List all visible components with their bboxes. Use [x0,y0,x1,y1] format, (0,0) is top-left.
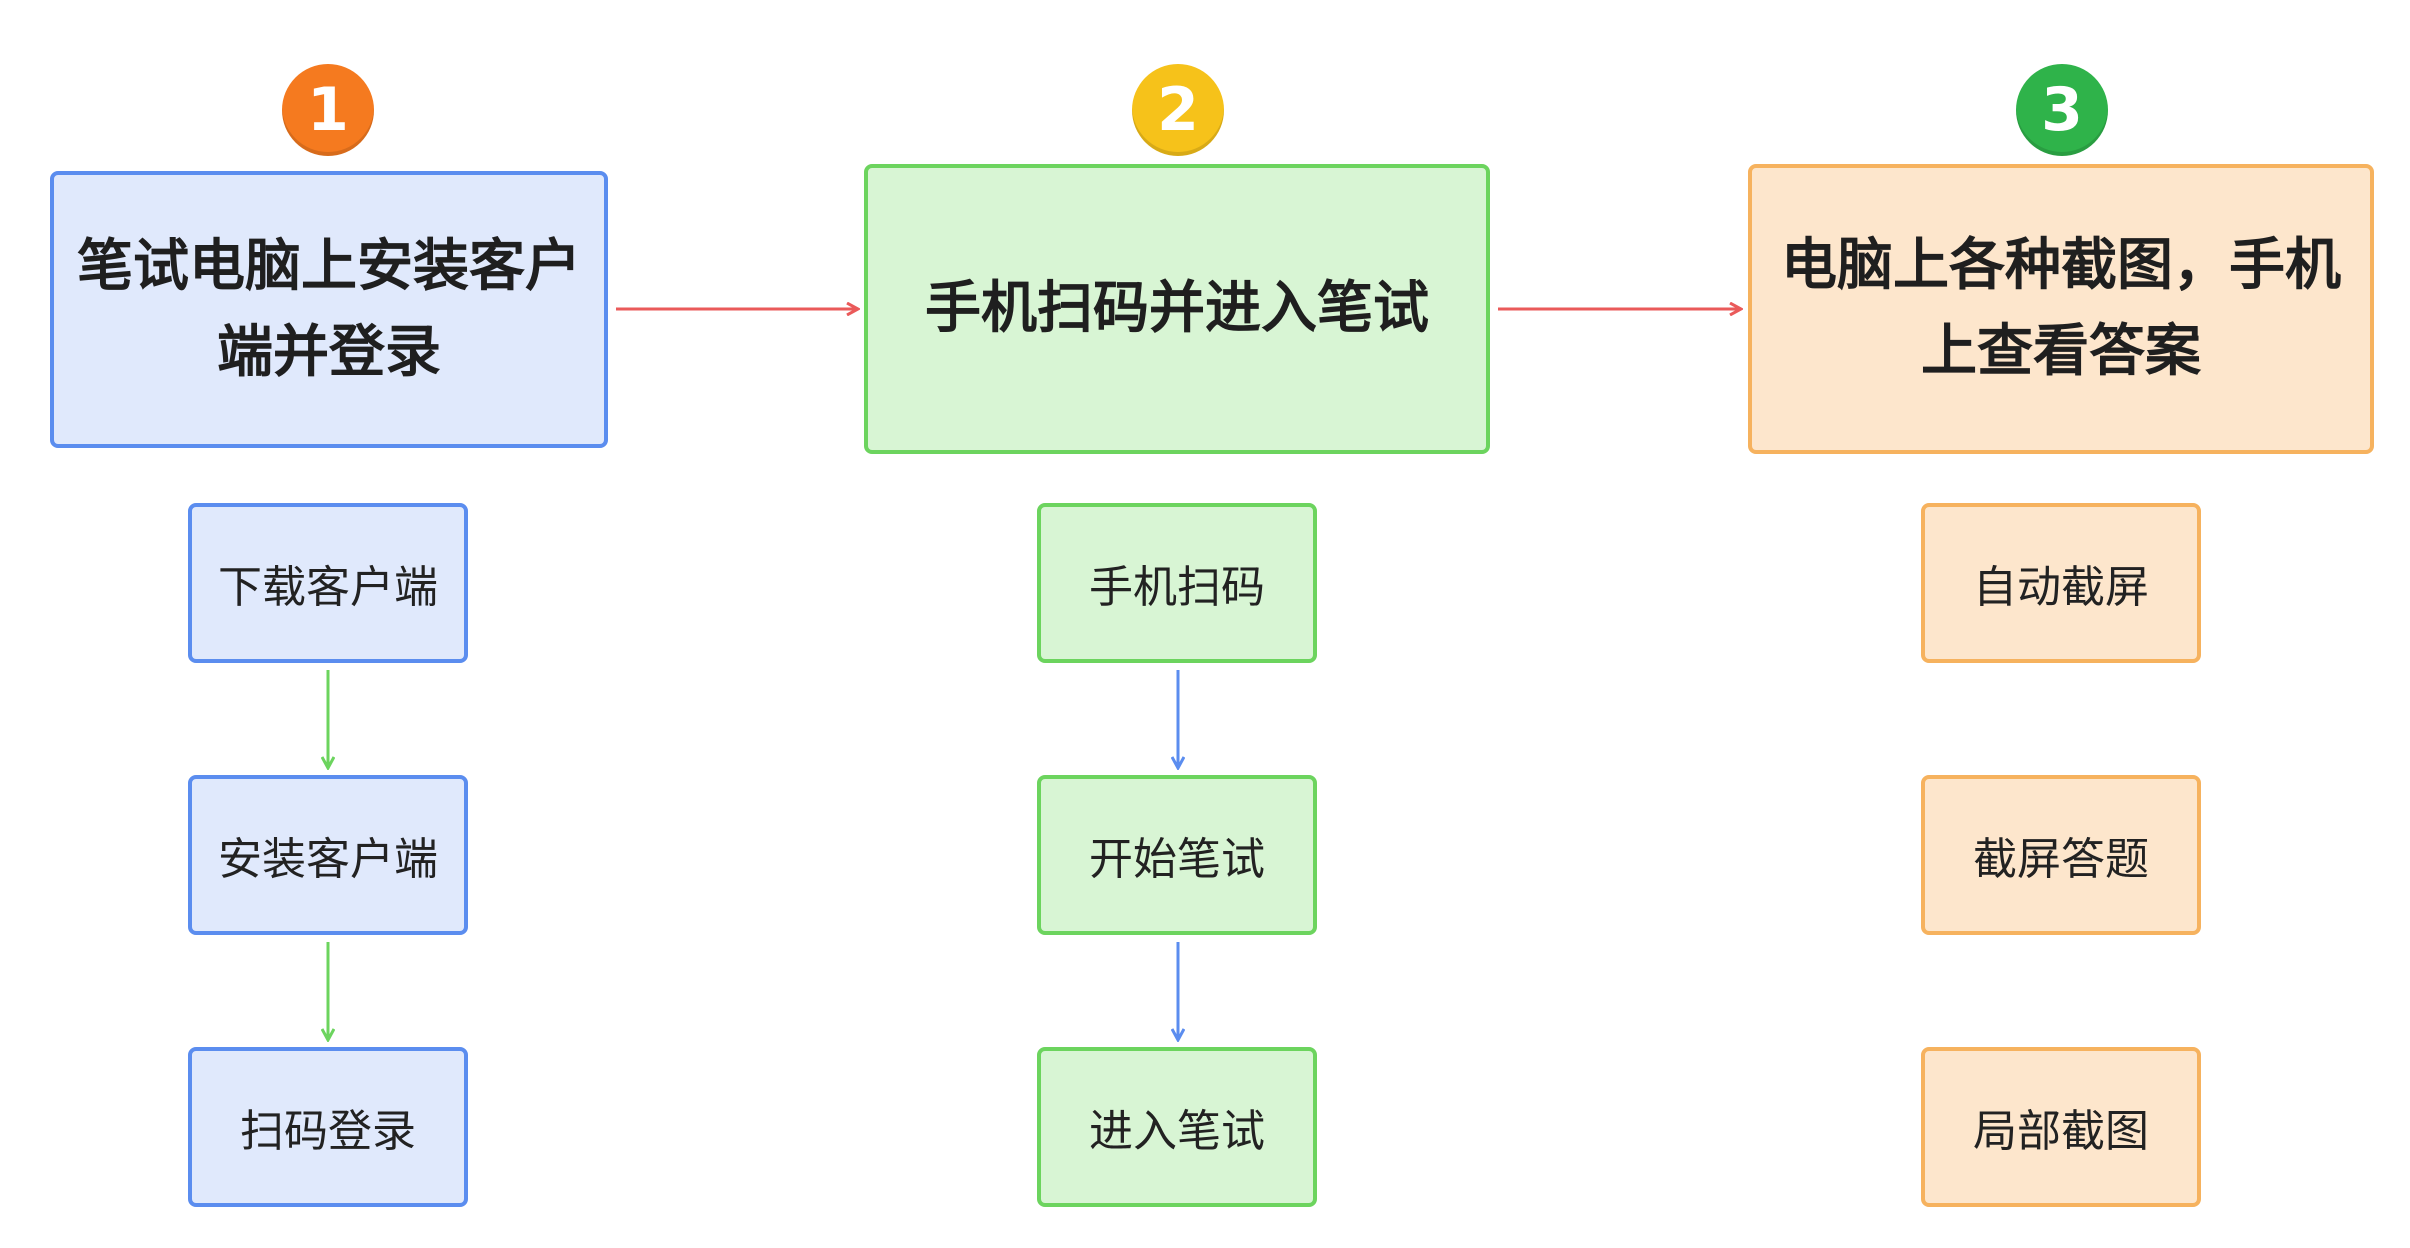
step-1-badge: 1 [282,64,374,156]
step-3-sub-auto-screenshot: 自动截屏 [1921,503,2201,663]
step-3-sub-partial-screenshot: 局部截图 [1921,1047,2201,1207]
step-2-box: 手机扫码并进入笔试 [864,164,1490,454]
sub-label: 进入笔试 [1089,1106,1265,1157]
step-3-badge: 3 [2016,64,2108,156]
sub-label: 局部截图 [1973,1106,2149,1157]
sub-label: 自动截屏 [1973,562,2149,613]
step-2-sub-enter: 进入笔试 [1037,1047,1317,1207]
sub-label: 开始笔试 [1089,834,1265,885]
step-2-sub-scan: 手机扫码 [1037,503,1317,663]
step-1-title: 笔试电脑上安装客户端并登录 [77,233,581,385]
step-2-sub-start: 开始笔试 [1037,775,1317,935]
step-2-title: 手机扫码并进入笔试 [925,276,1429,341]
step-1-sub-download: 下载客户端 [188,503,468,663]
step-2-badge: 2 [1132,64,1224,156]
sub-label: 扫码登录 [240,1106,416,1157]
step-3-box: 电脑上各种截图，手机上查看答案 [1748,164,2374,454]
sub-label: 截屏答题 [1973,834,2149,885]
sub-label: 下载客户端 [218,562,438,613]
step-1-sub-install: 安装客户端 [188,775,468,935]
step-3-title: 电脑上各种截图，手机上查看答案 [1781,233,2341,384]
step-1-box: 笔试电脑上安装客户端并登录 [50,171,608,448]
sub-label: 安装客户端 [218,834,438,885]
sub-label: 手机扫码 [1089,562,1265,613]
step-1-sub-login: 扫码登录 [188,1047,468,1207]
step-3-sub-screenshot-answer: 截屏答题 [1921,775,2201,935]
